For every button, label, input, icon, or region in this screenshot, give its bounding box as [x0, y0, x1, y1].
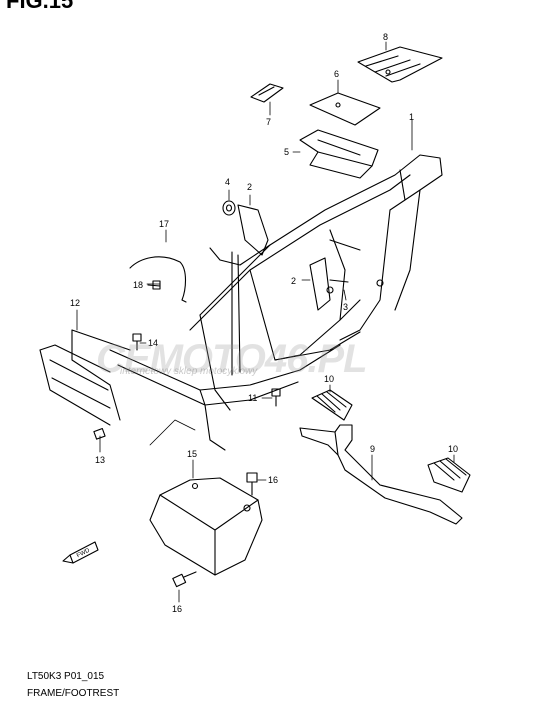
- watermark-subtext: internetowy sklep motocyklowy: [120, 366, 258, 377]
- part-10-footrest-rubber-left: [311, 389, 353, 421]
- part-8-plate: [357, 46, 443, 83]
- callout-10b: 10: [448, 444, 458, 454]
- callout-5: 5: [284, 147, 289, 157]
- fwd-label: FWD: [76, 547, 91, 559]
- callout-1: 1: [409, 112, 414, 122]
- callout-2a: 2: [247, 182, 252, 192]
- callout-4: 4: [225, 177, 230, 187]
- figure-heading: FIG.15: [6, 0, 74, 13]
- figure-caption: FRAME/FOOTREST: [27, 688, 120, 699]
- callout-8: 8: [383, 32, 388, 42]
- callout-15: 15: [187, 449, 197, 459]
- part-5-bracket: [299, 129, 379, 179]
- part-6-cover: [309, 92, 381, 126]
- part-2-bracket-upper: [237, 204, 269, 256]
- callout-10a: 10: [324, 374, 334, 384]
- callout-16a: 16: [268, 475, 278, 485]
- watermark-text: CEMOTO46.PL: [96, 337, 368, 381]
- callout-17: 17: [159, 219, 169, 229]
- part-13-bolt: [93, 427, 106, 440]
- callout-16b: 16: [172, 604, 182, 614]
- fwd-arrow: [62, 541, 99, 564]
- part-14-bolt: [132, 333, 142, 351]
- callout-14: 14: [148, 338, 158, 348]
- part-4-rubber: [222, 200, 236, 216]
- part-1-frame: [109, 154, 443, 451]
- callout-12: 12: [70, 298, 80, 308]
- part-16-bolt-upper: [246, 472, 258, 496]
- callout-7: 7: [266, 117, 271, 127]
- watermark-logo: CEMOTO46.PL: [96, 337, 368, 382]
- callout-numbers: 8 6 7 1 5 4 2 17 18 2 3 12 14 13 11 10 9…: [70, 32, 458, 614]
- callout-13: 13: [95, 455, 105, 465]
- part-12-rack: [39, 329, 131, 426]
- part-11-bolt: [271, 388, 281, 407]
- callout-11: 11: [248, 393, 257, 403]
- part-9-footrest: [299, 424, 463, 525]
- part-15-skid-plate: [149, 477, 263, 576]
- part-2-bracket-mid: [309, 257, 331, 311]
- part-17-cable: [129, 256, 187, 301]
- part-18-bolt: [147, 280, 161, 290]
- callout-6: 6: [334, 69, 339, 79]
- callout-9: 9: [370, 444, 375, 454]
- part-3-bolt: [329, 279, 349, 283]
- part-16-bolt-lower: [172, 571, 197, 588]
- part-10-footrest-rubber-right: [427, 457, 471, 493]
- part-7-label: [250, 83, 284, 103]
- callout-18: 18: [133, 280, 143, 290]
- figure-code: LT50K3 P01_015: [27, 671, 105, 682]
- callout-3: 3: [343, 302, 348, 312]
- callout-2b: 2: [291, 276, 296, 286]
